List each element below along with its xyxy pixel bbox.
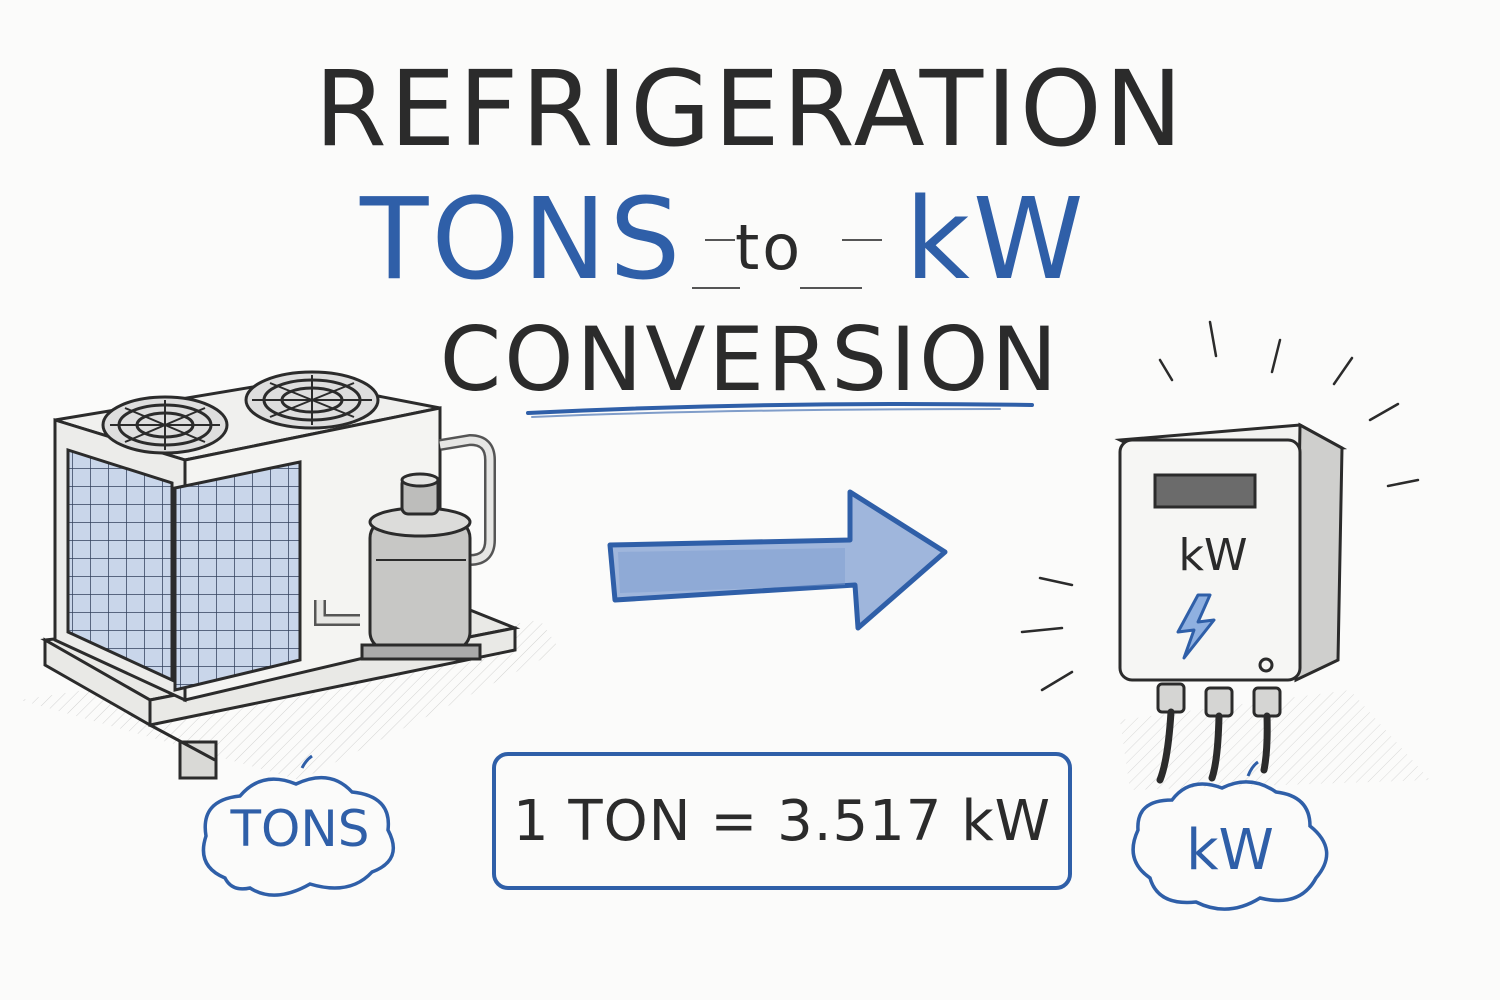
dash-left-low xyxy=(692,287,740,289)
title-underline xyxy=(526,402,1034,418)
tons-cloud-label: TONS xyxy=(230,800,370,858)
formula-text: 1 TON = 3.517 kW xyxy=(512,788,1052,854)
title-line-2: TONS to kW xyxy=(0,175,1500,305)
title-connector: to xyxy=(735,211,804,284)
title-from-unit: TONS xyxy=(360,175,684,305)
title-line-1: REFRIGERATION xyxy=(314,48,1186,170)
dash-left-high xyxy=(705,239,735,241)
meter-unit-label: kW xyxy=(1178,530,1248,581)
dash-right-low xyxy=(800,287,862,289)
title-line-3: CONVERSION xyxy=(439,308,1061,411)
kw-cloud-label: kW xyxy=(1186,818,1274,883)
formula-box: 1 TON = 3.517 kW xyxy=(492,752,1072,890)
title-to-unit: kW xyxy=(905,175,1087,305)
dash-right-high xyxy=(842,239,882,241)
